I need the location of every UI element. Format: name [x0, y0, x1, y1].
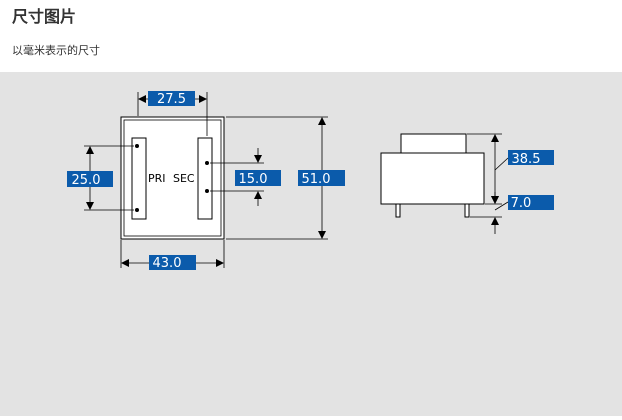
- page-header: 尺寸图片 以毫米表示的尺寸: [0, 0, 622, 72]
- primary-bobbin: [131, 137, 147, 220]
- dim-box-51-0: [298, 170, 345, 186]
- dim-box-43-0: [149, 255, 196, 270]
- page-subtitle: 以毫米表示的尺寸: [12, 44, 100, 57]
- dim-label-27-5: 27.5: [157, 92, 186, 107]
- pri-label: PRI: [148, 172, 166, 185]
- dim-label-7-0: 7.0: [511, 196, 532, 211]
- side-pin-right: [464, 203, 470, 218]
- primary-pin-bottom: [135, 208, 139, 212]
- side-view: 38.5 7.0: [380, 133, 554, 234]
- dim-label-38-5: 38.5: [512, 152, 541, 167]
- page-title: 尺寸图片: [12, 7, 77, 26]
- dim-box-25-0: [67, 171, 113, 187]
- diagram-canvas: PRI SEC 27.5 25.0 15.0: [0, 72, 622, 416]
- dim-label-51-0: 51.0: [302, 172, 331, 187]
- secondary-bobbin: [197, 137, 213, 220]
- secondary-pin-bottom: [205, 189, 209, 193]
- dim-label-25-0: 25.0: [72, 173, 101, 188]
- primary-pin-top: [135, 144, 139, 148]
- sec-label: SEC: [173, 172, 195, 185]
- side-body-main: [380, 152, 485, 205]
- dim-box-7-0: [508, 195, 554, 210]
- dim-box-38-5: [508, 150, 554, 165]
- dimension-drawing: PRI SEC 27.5 25.0 15.0: [67, 91, 554, 271]
- side-body-top: [400, 133, 467, 154]
- front-view: PRI SEC 27.5 25.0 15.0: [67, 91, 345, 271]
- dim-label-15-0: 15.0: [239, 172, 268, 187]
- dim-box-15-0: [235, 170, 281, 186]
- front-body-inner: [123, 119, 222, 237]
- side-pin-left: [395, 203, 401, 218]
- dim-label-43-0: 43.0: [153, 256, 182, 271]
- secondary-pin-top: [205, 161, 209, 165]
- dim-box-27-5: [148, 91, 195, 106]
